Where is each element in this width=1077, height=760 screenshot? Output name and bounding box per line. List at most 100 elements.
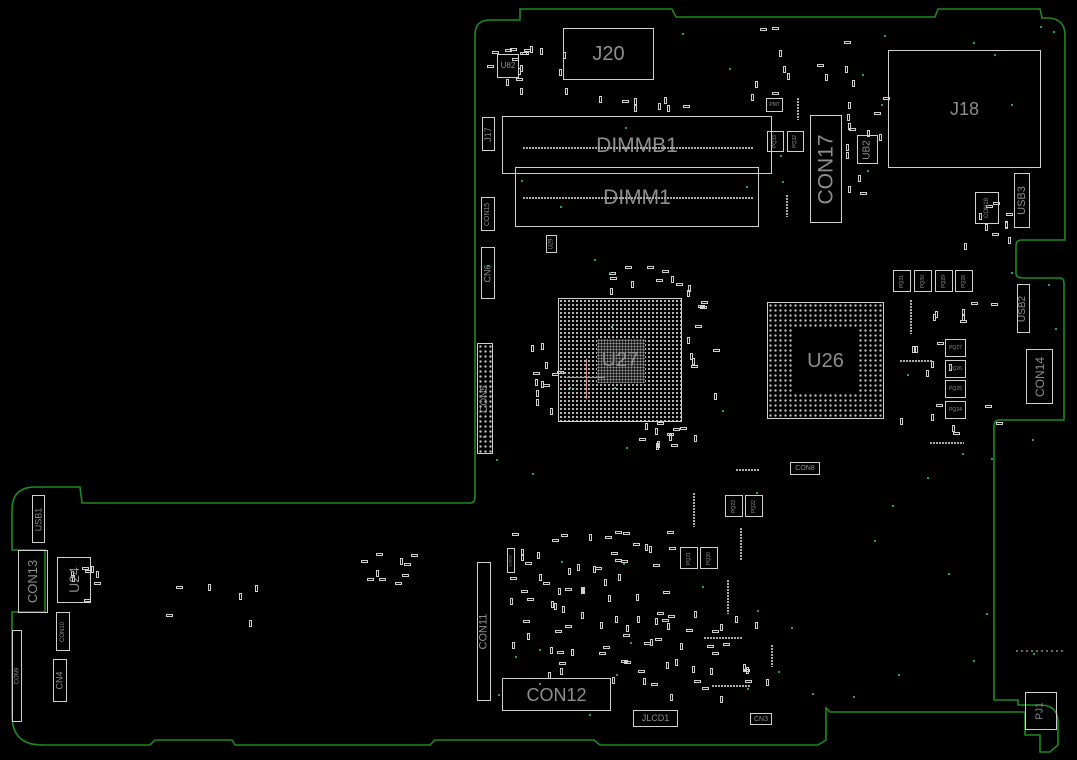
smd-pad bbox=[361, 560, 369, 564]
smd-pad bbox=[72, 574, 76, 582]
smd-pad bbox=[402, 573, 410, 577]
mosfet-pq30[interactable]: PQ30 bbox=[914, 270, 932, 292]
connector-con11[interactable]: CON11 bbox=[477, 562, 491, 701]
connector-con10[interactable]: CON10 bbox=[56, 612, 70, 651]
smd-pad bbox=[655, 617, 659, 625]
connector-con17[interactable]: CON17 bbox=[810, 115, 842, 223]
connector-j17[interactable]: J17 bbox=[482, 117, 495, 151]
mosfet-pq26[interactable]: PQ26 bbox=[945, 360, 966, 378]
smd-pad bbox=[692, 357, 696, 365]
chip-u29[interactable]: U29 bbox=[546, 235, 557, 253]
smd-pad bbox=[526, 633, 530, 641]
smd-pad bbox=[701, 301, 709, 305]
label-pq20: PQ20 bbox=[705, 551, 712, 565]
label-pq23: PQ23 bbox=[730, 499, 737, 513]
connector-cn4[interactable]: CN4 bbox=[53, 659, 67, 702]
smd-pad bbox=[951, 424, 955, 432]
smd-pad bbox=[70, 570, 74, 578]
smd-pad bbox=[991, 302, 999, 306]
connector-j20[interactable]: J20 bbox=[563, 28, 654, 80]
smd-pad bbox=[746, 666, 750, 674]
connector-con5[interactable]: CON5 bbox=[477, 343, 493, 454]
connector-cn6[interactable]: CN6 bbox=[481, 247, 495, 299]
smd-pad bbox=[699, 306, 707, 310]
chip-u24[interactable]: U24 bbox=[57, 557, 91, 603]
smd-pad bbox=[720, 696, 724, 703]
via bbox=[972, 42, 975, 45]
smd-pad bbox=[558, 587, 562, 595]
smd-pad bbox=[642, 677, 646, 685]
mosfet-pq29[interactable]: PQ29 bbox=[935, 270, 953, 292]
label-con17: CON17 bbox=[814, 133, 838, 205]
chip-u26[interactable]: U26 bbox=[767, 302, 884, 419]
smd-pad bbox=[675, 659, 679, 667]
smd-pad bbox=[680, 643, 684, 650]
mosfet-pq25[interactable]: PQ25 bbox=[945, 380, 966, 398]
mosfet-pq20[interactable]: PQ20 bbox=[700, 547, 718, 569]
chip-pm7[interactable]: PM7 bbox=[766, 98, 783, 112]
connector-con8[interactable]: CON8 bbox=[790, 462, 820, 475]
label-pq22: PQ22 bbox=[750, 499, 757, 513]
usb-port-usb2[interactable]: USB2 bbox=[1017, 284, 1030, 333]
smd-pad bbox=[778, 50, 782, 58]
usb-port-usb1[interactable]: USB1 bbox=[32, 495, 45, 543]
test-point bbox=[1016, 650, 1018, 652]
smd-pad bbox=[646, 266, 654, 270]
smd-pad bbox=[693, 680, 701, 684]
smd-pad bbox=[600, 621, 604, 629]
smd-pad bbox=[866, 129, 870, 137]
mosfet-pq21[interactable]: PQ21 bbox=[680, 547, 698, 569]
mosfet-pq33[interactable]: PQ33 bbox=[767, 131, 784, 152]
chip-ub2[interactable]: UB2 bbox=[857, 135, 878, 164]
label-pq32: PQ32 bbox=[791, 135, 798, 148]
label-u29: U29 bbox=[548, 238, 555, 250]
smd-pad bbox=[723, 642, 731, 646]
mosfet-pq23[interactable]: PQ23 bbox=[725, 495, 743, 517]
pad-row bbox=[797, 98, 799, 120]
label-pq26: PQ26 bbox=[949, 365, 962, 372]
mosfet-pq22[interactable]: PQ22 bbox=[745, 495, 763, 517]
via bbox=[990, 457, 993, 460]
smd-pad bbox=[625, 625, 629, 633]
connector-con13[interactable]: CON13 bbox=[18, 550, 48, 613]
connector-con3[interactable]: CON3 bbox=[507, 548, 515, 573]
mosfet-pq31[interactable]: PQ31 bbox=[893, 270, 911, 292]
smd-pad bbox=[559, 668, 563, 676]
smd-pad bbox=[1008, 237, 1012, 245]
connector-con12[interactable]: CON12 bbox=[502, 678, 611, 711]
mosfet-pq32[interactable]: PQ32 bbox=[787, 131, 804, 152]
slot-dimmb1[interactable]: DIMMB1 bbox=[502, 116, 772, 174]
smd-pad bbox=[554, 629, 562, 633]
pad-row bbox=[900, 360, 932, 362]
smd-pad bbox=[614, 559, 622, 563]
connector-con18[interactable]: CON18 bbox=[975, 192, 999, 224]
mosfet-pq24[interactable]: PQ24 bbox=[945, 401, 966, 419]
connector-cn3[interactable]: CN3 bbox=[750, 713, 772, 725]
connector-jlcd1[interactable]: JLCD1 bbox=[633, 710, 678, 727]
chip-u27[interactable]: U27 bbox=[558, 298, 682, 422]
connector-con14[interactable]: CON14 bbox=[1026, 349, 1053, 404]
smd-pad bbox=[694, 435, 698, 443]
label-j17: J17 bbox=[483, 126, 494, 142]
connector-con9[interactable]: CON9 bbox=[12, 630, 22, 722]
smd-pad bbox=[672, 428, 680, 432]
usb-port-usb3[interactable]: USB3 bbox=[1014, 173, 1030, 228]
pad-row bbox=[727, 580, 729, 614]
connector-con15[interactable]: CON15 bbox=[481, 197, 495, 231]
smd-pad bbox=[605, 536, 613, 540]
mosfet-pq27[interactable]: PQ27 bbox=[945, 339, 966, 357]
smd-pad bbox=[367, 577, 375, 581]
connector-j18[interactable]: J18 bbox=[888, 50, 1041, 168]
smd-pad bbox=[745, 680, 753, 684]
smd-pad bbox=[376, 570, 380, 578]
smd-pad bbox=[844, 41, 852, 45]
mosfet-pq28[interactable]: PQ28 bbox=[955, 270, 973, 292]
smd-pad bbox=[486, 64, 494, 68]
smd-pad bbox=[400, 557, 404, 565]
smd-pad bbox=[624, 660, 632, 664]
smd-pad bbox=[666, 530, 674, 534]
smd-pad bbox=[376, 553, 384, 557]
smd-pad bbox=[622, 100, 630, 104]
chip-u82[interactable]: U82 bbox=[497, 54, 519, 78]
power-jack-pj1[interactable]: PJ1 bbox=[1025, 692, 1057, 730]
